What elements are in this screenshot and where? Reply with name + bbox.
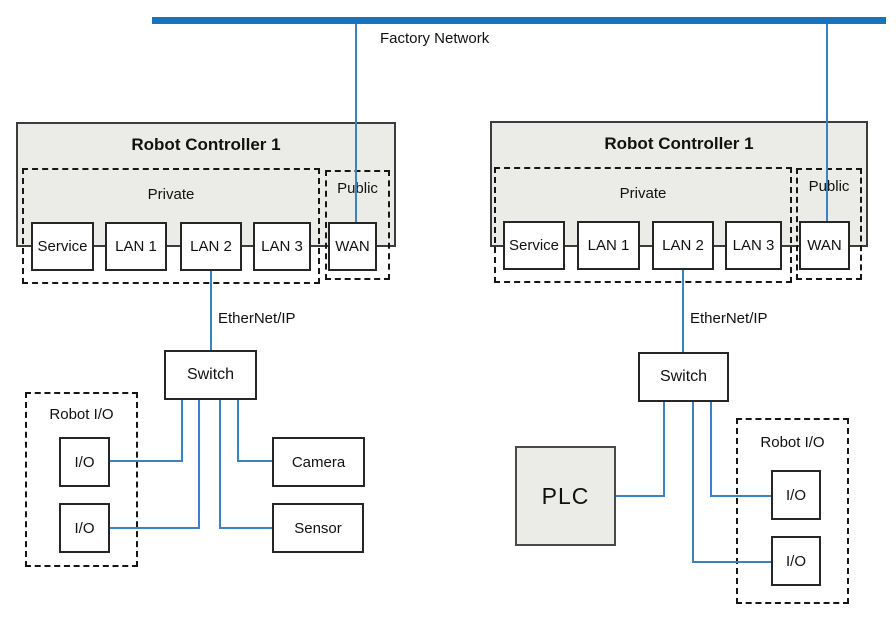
lan2-switch-line-left [210,271,212,350]
port-wan-right: WAN [799,221,850,270]
private-zone-right [494,167,792,283]
ethernet-label-left: EtherNet/IP [218,310,296,327]
switch-plc-vline [663,402,665,497]
private-zone-left [22,168,320,284]
io-box-right-bottom: I/O [771,536,821,586]
io-box-right-top: I/O [771,470,821,520]
private-zone-label-right: Private [619,185,667,202]
private-zone-label-left: Private [147,186,195,203]
controller-title-right: Robot Controller 1 [604,134,754,153]
robot-io-label-left: Robot I/O [49,406,114,423]
switch-sensor-vline [219,400,221,529]
switch-camera-hline [237,460,272,462]
factory-wan-drop-right [826,24,828,221]
switch-io1-vline-left [181,400,183,462]
switch-camera-vline [237,400,239,462]
factory-network-label: Factory Network [380,30,490,47]
robot-controller-left: Robot Controller 1 Private Public Servic… [16,122,396,284]
factory-wan-drop-left [355,24,357,223]
robot-io-group-left [25,392,138,567]
port-lan3-right: LAN 3 [725,221,782,270]
port-service-left: Service [31,222,94,271]
port-lan2-right: LAN 2 [652,221,714,270]
switch-left: Switch [164,350,257,400]
public-zone-left [325,170,390,280]
sensor-box: Sensor [272,503,364,553]
controller-title-left: Robot Controller 1 [131,135,281,154]
switch-io1-hline-right [710,495,771,497]
public-zone-right [796,168,862,280]
io-box-left-top: I/O [59,437,110,487]
public-zone-label-left: Public [337,180,378,197]
ethernet-label-right: EtherNet/IP [690,310,768,327]
port-lan1-right: LAN 1 [577,221,640,270]
port-service-right: Service [503,221,565,270]
switch-io2-vline-left [198,400,200,529]
switch-io2-hline-right [692,561,771,563]
switch-plc-hline [616,495,665,497]
camera-box: Camera [272,437,365,487]
robot-controller-right: Robot Controller 1 Private Public Servic… [490,121,868,284]
plc-box: PLC [515,446,616,546]
switch-io1-hline-left [110,460,183,462]
switch-right: Switch [638,352,729,402]
lan2-switch-line-right [682,270,684,352]
factory-network-bus [152,17,886,24]
port-lan3-left: LAN 3 [253,222,311,271]
switch-io2-vline-right [692,402,694,563]
public-zone-label-right: Public [808,178,850,195]
switch-io1-vline-right [710,402,712,497]
switch-io2-hline-left [110,527,200,529]
robot-io-group-right [736,418,849,604]
io-box-left-bottom: I/O [59,503,110,553]
port-lan2-left: LAN 2 [180,222,242,271]
robot-io-label-right: Robot I/O [760,434,825,451]
port-lan1-left: LAN 1 [105,222,167,271]
port-wan-left: WAN [328,222,377,271]
switch-sensor-hline [219,527,272,529]
